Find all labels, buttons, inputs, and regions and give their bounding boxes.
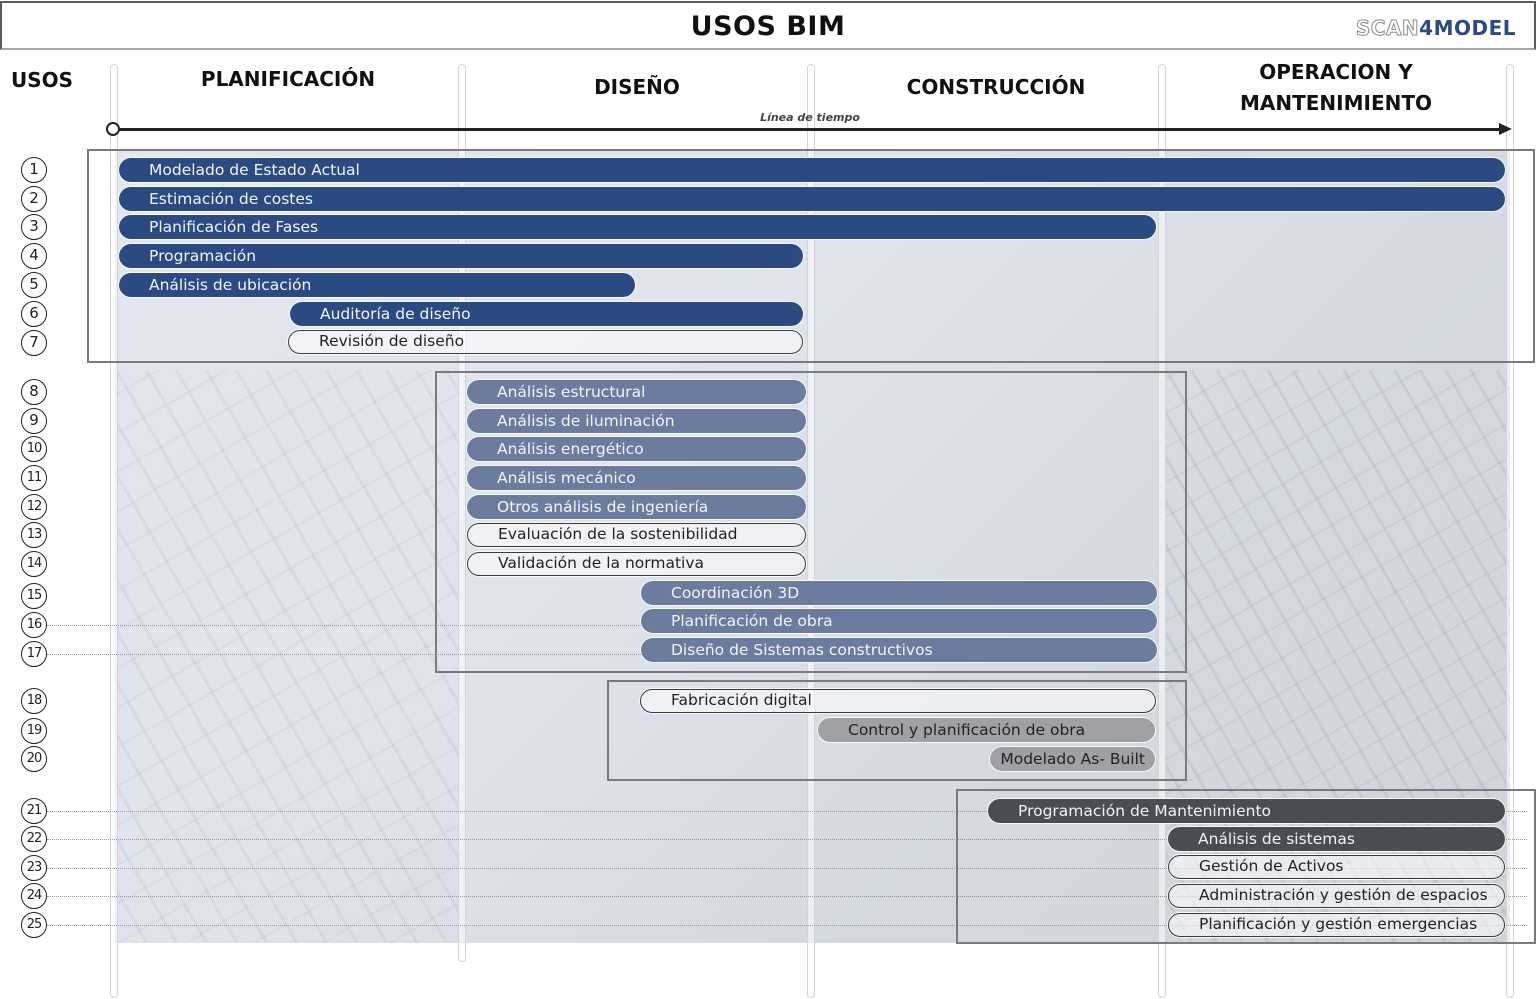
use-number-badge: 4 <box>21 243 47 269</box>
phase-header-construccion: CONSTRUCCIÓN <box>906 75 1086 99</box>
phase-header-planificacion: PLANIFICACIÓN <box>200 67 376 91</box>
use-bar-modelado-estado-actual: Modelado de Estado Actual <box>119 158 1505 182</box>
use-bar-otros-analisis: Otros análisis de ingeniería <box>467 495 806 519</box>
phase-header-diseno: DISEÑO <box>594 75 680 99</box>
phase-divider <box>458 64 466 962</box>
use-bar-estimacion-costes: Estimación de costes <box>119 187 1505 211</box>
use-bar-analisis-energetico: Análisis energético <box>467 437 806 461</box>
leader-line <box>47 654 647 655</box>
use-bar-analisis-iluminacion: Análisis de iluminación <box>467 409 806 433</box>
timeline-arrow-icon <box>1499 123 1512 135</box>
group-box-construction <box>607 680 1187 781</box>
use-number-badge: 13 <box>21 522 47 548</box>
use-number-badge: 1 <box>21 157 47 183</box>
use-number-badge: 17 <box>21 641 47 667</box>
group-box-design <box>435 371 1187 673</box>
logo-part-4model: 4MODEL <box>1419 16 1516 40</box>
use-bar-coordinacion-3d: Coordinación 3D <box>641 581 1157 605</box>
logo-part-scan: SCAN <box>1355 16 1420 41</box>
use-number-badge: 15 <box>21 583 47 609</box>
leader-line <box>47 925 1527 926</box>
usos-column-header: USOS <box>11 68 74 92</box>
use-bar-analisis-ubicacion: Análisis de ubicación <box>119 273 635 297</box>
use-number-badge: 21 <box>21 798 47 824</box>
phase-divider <box>807 64 815 998</box>
leader-line <box>47 625 647 626</box>
use-number-badge: 6 <box>21 301 47 327</box>
use-bar-programacion-mantenimiento: Programación de Mantenimiento <box>988 799 1505 823</box>
use-number-badge: 7 <box>21 330 47 356</box>
background-hatch-left <box>115 370 460 943</box>
phase-header-operacion: OPERACION Y MANTENIMIENTO <box>1240 60 1432 115</box>
use-number-badge: 19 <box>21 718 47 744</box>
use-bar-fabricacion-digital: Fabricación digital <box>640 689 1156 713</box>
use-bar-programacion: Programación <box>119 244 803 268</box>
use-number-badge: 16 <box>21 612 47 638</box>
use-number-badge: 5 <box>21 272 47 298</box>
use-number-badge: 25 <box>21 912 47 938</box>
use-bar-gestion-activos: Gestión de Activos <box>1168 855 1505 879</box>
group-box-planning <box>87 149 1535 363</box>
leader-line <box>47 896 1527 897</box>
use-bar-auditoria-diseno: Auditoría de diseño <box>290 302 803 326</box>
title-bar: USOS BIM SCAN4MODEL <box>0 1 1536 50</box>
use-bar-evaluacion-sostenibilidad: Evaluación de la sostenibilidad <box>467 523 806 547</box>
use-number-badge: 20 <box>21 746 47 772</box>
timeline-start-circle-icon <box>106 122 120 136</box>
brand-logo: SCAN4MODEL <box>1355 16 1516 41</box>
use-number-badge: 12 <box>21 494 47 520</box>
use-bar-revision-diseno: Revisión de diseño <box>288 330 803 354</box>
leader-line <box>47 839 1527 840</box>
use-number-badge: 8 <box>21 379 47 405</box>
timeline-axis <box>113 128 1503 131</box>
use-bar-analisis-sistemas: Análisis de sistemas <box>1168 827 1505 851</box>
use-bar-planificacion-obra: Planificación de obra <box>641 609 1157 633</box>
use-bar-analisis-estructural: Análisis estructural <box>467 380 806 404</box>
use-number-badge: 22 <box>21 826 47 852</box>
timeline-label: Línea de tiempo <box>760 111 860 124</box>
use-bar-diseno-sistemas-constructivos: Diseño de Sistemas constructivos <box>641 638 1157 662</box>
use-bar-analisis-mecanico: Análisis mecánico <box>467 466 806 490</box>
use-number-badge: 2 <box>21 186 47 212</box>
use-bar-modelado-as-built: Modelado As- Built <box>990 747 1155 771</box>
use-number-badge: 9 <box>21 408 47 434</box>
page-title: USOS BIM <box>690 11 846 42</box>
use-number-badge: 24 <box>21 883 47 909</box>
use-number-badge: 23 <box>21 855 47 881</box>
use-bar-validacion-normativa: Validación de la normativa <box>467 552 806 576</box>
use-number-badge: 18 <box>21 688 47 714</box>
phase-divider <box>1506 64 1514 998</box>
use-bar-control-planificacion-obra: Control y planificación de obra <box>818 718 1155 742</box>
use-number-badge: 11 <box>21 465 47 491</box>
phase-divider <box>1158 64 1166 998</box>
use-bar-administracion-espacios: Administración y gestión de espacios <box>1168 884 1505 908</box>
phase-divider <box>110 64 118 998</box>
use-bar-planificacion-fases: Planificación de Fases <box>119 215 1156 239</box>
leader-line <box>47 868 1527 869</box>
leader-line <box>47 811 1527 812</box>
use-number-badge: 14 <box>21 551 47 577</box>
use-number-badge: 3 <box>21 214 47 240</box>
use-bar-planificacion-emergencias: Planificación y gestión emergencias <box>1168 913 1505 937</box>
group-box-operation <box>956 789 1536 944</box>
use-number-badge: 10 <box>21 436 47 462</box>
